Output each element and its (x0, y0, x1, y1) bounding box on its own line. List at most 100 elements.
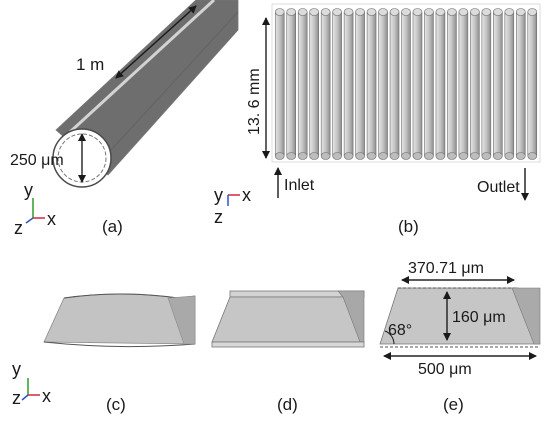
angle-label: 68° (388, 322, 412, 339)
channel-cap-bottom (366, 152, 377, 160)
tube-3d (52, 0, 239, 188)
channel-cap-bottom (481, 152, 492, 160)
channel-cap-bottom (355, 152, 365, 160)
panel-e: 370.71 μm 160 μm 68° 500 μm (e) (379, 260, 541, 414)
channel-tube (343, 11, 354, 157)
channel-tube (297, 11, 308, 157)
channel-tube (332, 11, 342, 157)
channel-cap-top (274, 8, 285, 16)
channel-cap-top (309, 8, 319, 16)
channel-cross-section-d (211, 296, 365, 343)
tube-shade (99, 11, 239, 163)
axis-triad-a: y x z (14, 180, 56, 238)
channel-cap-top (412, 8, 423, 16)
channel-tube (516, 11, 526, 157)
axis-x-label: x (47, 209, 56, 229)
channel-cap-bottom (401, 152, 411, 160)
channel-cap-bottom (504, 152, 515, 160)
channel-cap-top (493, 8, 503, 16)
channel-cap-top (527, 8, 538, 16)
axis-z-label: z (12, 388, 21, 408)
inlet-label: Inlet (284, 177, 315, 194)
channel-cap-top (424, 8, 434, 16)
channel-cap-top (389, 8, 400, 16)
channel-tube (447, 11, 457, 157)
channel-cap-bottom (389, 152, 400, 160)
channel-tube (401, 11, 411, 157)
channel-tube (366, 11, 377, 157)
axis-triad-b: y x z (214, 185, 251, 227)
channel-side-face (511, 287, 541, 345)
bottom-width-label: 500 μm (418, 361, 472, 378)
channel-cap-top (355, 8, 365, 16)
channel-array-outline (271, 3, 541, 163)
channel-cap-bottom (447, 152, 457, 160)
diameter-label: 250 μm (10, 152, 64, 169)
channel-cap-top (378, 8, 388, 16)
channel-cap-top (286, 8, 296, 16)
channel-cap-bottom (343, 152, 354, 160)
panel-a-label: (a) (102, 217, 123, 236)
channel-cap-top (481, 8, 492, 16)
axis-x-label: x (42, 386, 51, 406)
channel-tube (424, 11, 434, 157)
panel-e-label: (e) (443, 395, 464, 414)
channel-tube (493, 11, 503, 157)
channel-tube (378, 11, 388, 157)
channel-cap-top (366, 8, 377, 16)
panel-d: (d) (211, 290, 365, 414)
height-label: 160 μm (452, 309, 506, 326)
channel-cap-bottom (274, 152, 285, 160)
channel-cap-bottom (378, 152, 388, 160)
channel-tube (481, 11, 492, 157)
channel-cap-bottom (516, 152, 526, 160)
channel-cap-bottom (470, 152, 480, 160)
channel-tube (470, 11, 480, 157)
panel-a: 1 m 250 μm y x z (a) (10, 0, 239, 238)
channel-tube (320, 11, 331, 157)
channel-cap-bottom (527, 152, 538, 160)
axis-triad-c: y x z (12, 359, 51, 408)
channel-tube (286, 11, 296, 157)
channel-cap-bottom (412, 152, 423, 160)
channel-tube (458, 11, 469, 157)
channel-cap-top (320, 8, 331, 16)
channel-cap-top (504, 8, 515, 16)
channel-tube (527, 11, 538, 157)
channel-cap-top (470, 8, 480, 16)
channel-tube (389, 11, 400, 157)
channel-tube (504, 11, 515, 157)
channel-cap-bottom (297, 152, 308, 160)
channel-tube (412, 11, 423, 157)
channel-cap-bottom (309, 152, 319, 160)
channel-cap-bottom (435, 152, 446, 160)
angle-arc (384, 330, 395, 345)
length-label: 1 m (76, 55, 104, 74)
channel-tube (435, 11, 446, 157)
axis-z-label: z (14, 218, 23, 238)
channel-bottom-bulge (43, 341, 196, 348)
channel-cap-top (343, 8, 354, 16)
channel-cap-bottom (286, 152, 296, 160)
channel-tube (309, 11, 319, 157)
channel-cap-bottom (493, 152, 503, 160)
channel-top-bulge (63, 293, 179, 299)
axis-z-arrow (21, 394, 29, 401)
channel-cap-bottom (424, 152, 434, 160)
channel-cap-top (458, 8, 469, 16)
channel-cap-bottom (332, 152, 342, 160)
channel-cap-bottom (458, 152, 469, 160)
axis-y-label: y (214, 185, 223, 205)
length-dimension-line-back (115, 5, 197, 79)
channel-cap-top (435, 8, 446, 16)
channel-cap-top (516, 8, 526, 16)
height-label: 13. 6 mm (246, 68, 263, 135)
channel-cap-bottom (320, 152, 331, 160)
panel-c: y x z (c) (12, 293, 196, 414)
axis-y-label: y (24, 180, 33, 200)
panel-b-label: (b) (398, 217, 419, 236)
channel-cap-top (401, 8, 411, 16)
tube-highlight (68, 0, 216, 134)
channel-array (274, 8, 538, 160)
